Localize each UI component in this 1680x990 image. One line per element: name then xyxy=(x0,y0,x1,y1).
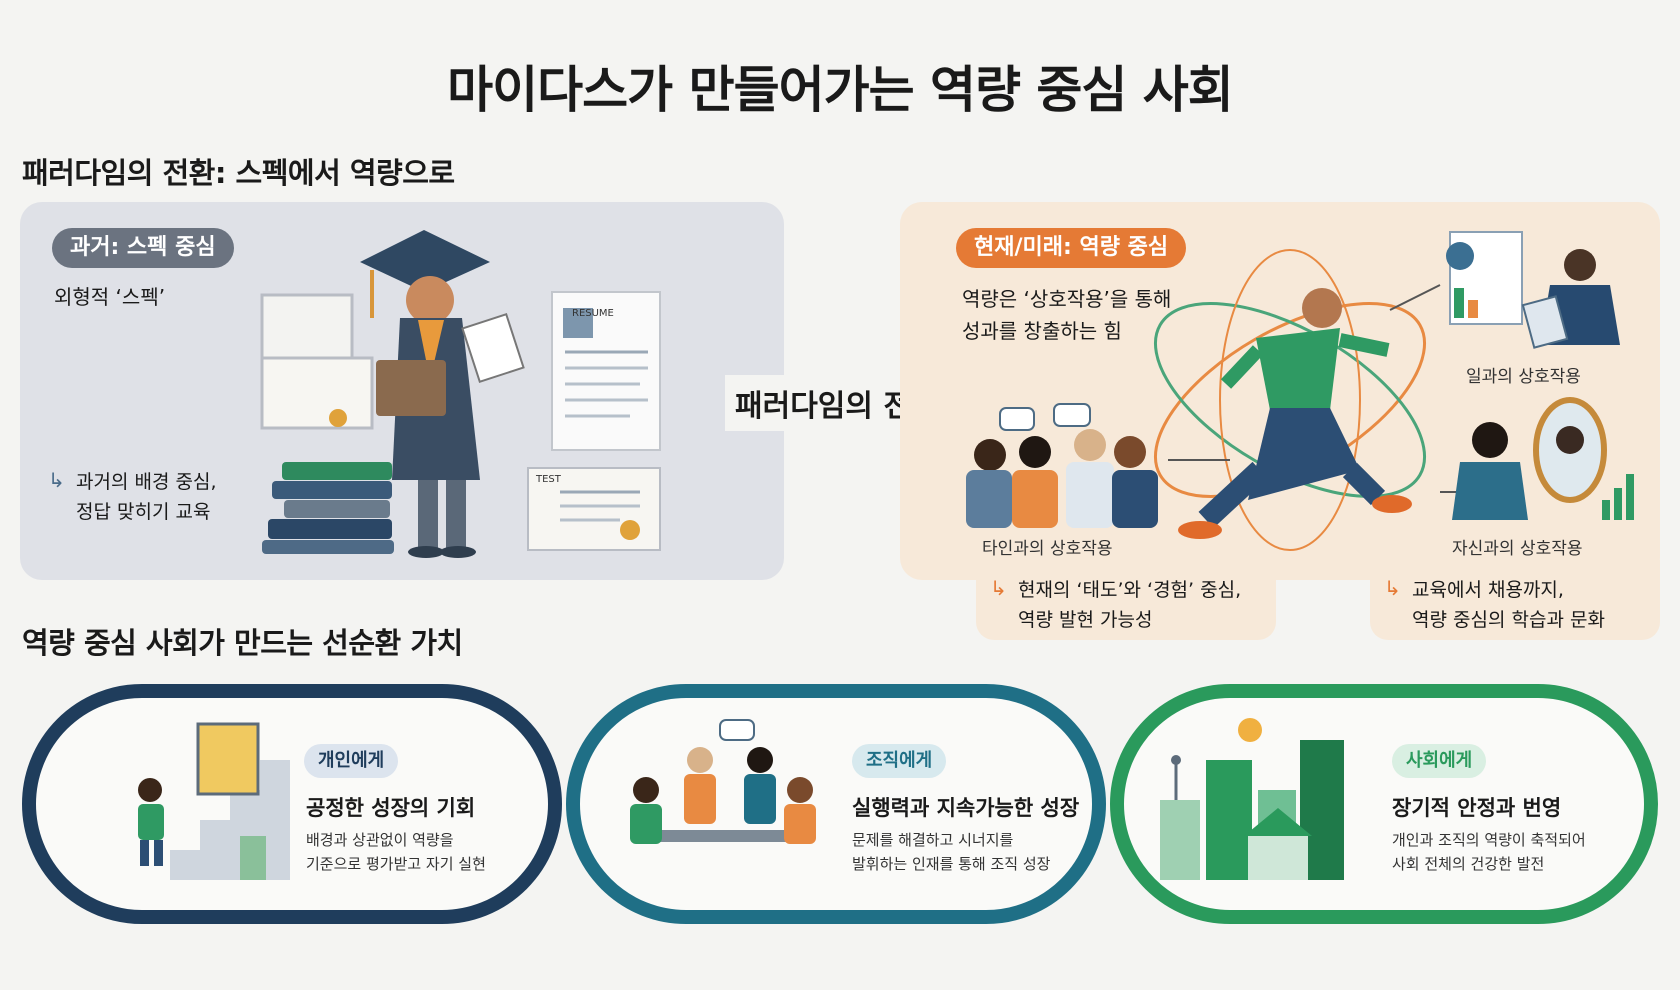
present-desc-line2: 성과를 창출하는 힘 xyxy=(962,319,1122,343)
present-note2-line2: 역량 중심의 학습과 문화 xyxy=(1412,609,1605,631)
cycle-heading: 역량 중심 사회가 만드는 선순환 가치 xyxy=(22,626,463,660)
caption-self: 자신과의 상호작용 xyxy=(1452,539,1583,559)
test-label: TEST xyxy=(536,474,561,485)
present-note1-line1: 현재의 ‘태도’와 ‘경험’ 중심, xyxy=(1018,579,1242,601)
present-note1-line2: 역량 발현 가능성 xyxy=(1018,609,1153,631)
paradigm-heading: 패러다임의 전환: 스펙에서 역량으로 xyxy=(22,156,455,190)
past-pill: 과거: 스펙 중심 xyxy=(52,228,234,268)
present-desc-line1: 역량은 ‘상호작용’을 통해 xyxy=(962,287,1172,311)
arrow-icon: ↳ xyxy=(48,468,65,492)
card-organization-head: 실행력과 지속가능한 성장 xyxy=(852,796,1080,820)
arrow-icon: ↳ xyxy=(1384,576,1401,600)
card-society-body2: 사회 전체의 건강한 발전 xyxy=(1392,855,1545,873)
card-individual-body2: 기준으로 평가받고 자기 실현 xyxy=(306,855,486,873)
past-note-line1: 과거의 배경 중심, xyxy=(76,471,217,493)
resume-label: RESUME xyxy=(572,308,614,319)
past-note-line2: 정답 맞히기 교육 xyxy=(76,501,211,523)
card-society-pill: 사회에게 xyxy=(1392,744,1487,778)
city-illustration xyxy=(1160,718,1344,880)
note-box-1 xyxy=(976,560,1276,640)
card-individual-head: 공정한 성장의 기회 xyxy=(306,796,476,820)
card-individual xyxy=(22,684,562,924)
note-box-2 xyxy=(1370,560,1660,640)
card-organization-pill: 조직에게 xyxy=(852,744,947,778)
card-society xyxy=(1110,684,1658,924)
arrow-icon: ↳ xyxy=(990,576,1007,600)
card-society-body1: 개인과 조직의 역량이 축적되어 xyxy=(1392,831,1586,849)
page-title: 마이다스가 만들어가는 역량 중심 사회 xyxy=(447,61,1234,119)
past-subtitle: 외형적 ‘스펙’ xyxy=(54,285,166,309)
caption-others: 타인과의 상호작용 xyxy=(982,539,1113,559)
card-organization-body1: 문제를 해결하고 시너지를 xyxy=(852,831,1014,849)
caption-work: 일과의 상호작용 xyxy=(1466,367,1581,387)
present-note2-line1: 교육에서 채용까지, xyxy=(1412,579,1564,601)
runner-illustration xyxy=(966,231,1634,551)
card-individual-pill: 개인에게 xyxy=(304,744,399,778)
card-organization-body2: 발휘하는 인재를 통해 조직 성장 xyxy=(852,855,1051,873)
card-society-head: 장기적 안정과 번영 xyxy=(1392,796,1562,820)
team-meeting-illustration xyxy=(630,719,816,844)
card-individual-body1: 배경과 상관없이 역량을 xyxy=(306,831,454,849)
staircase-illustration xyxy=(110,722,290,880)
graduate-illustration xyxy=(260,230,661,558)
present-pill: 현재/미래: 역량 중심 xyxy=(956,228,1187,268)
